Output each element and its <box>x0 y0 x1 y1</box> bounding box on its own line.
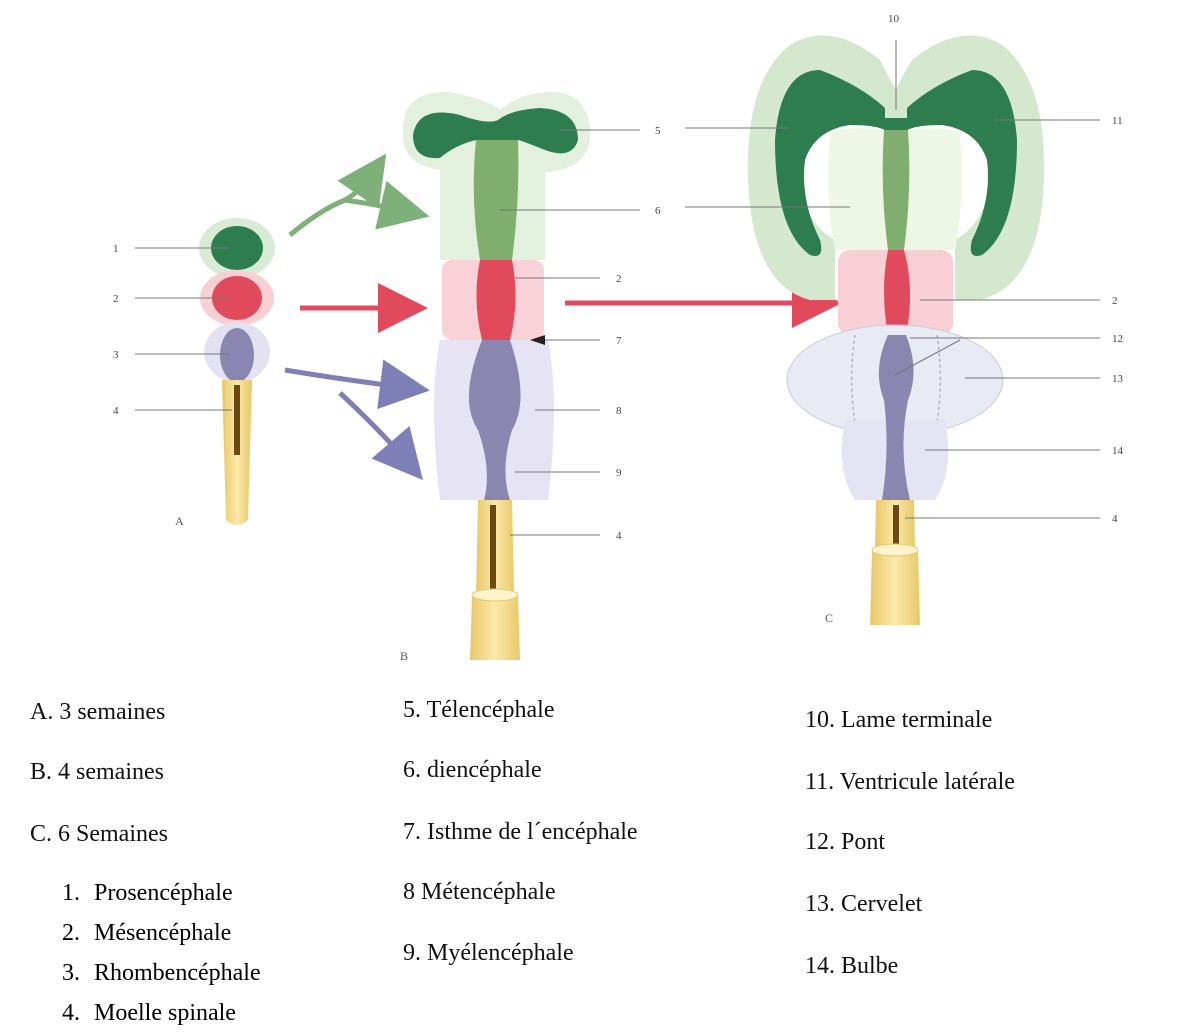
figure-svg: 1 2 3 4 A 5 6 2 7 8 <box>0 0 1192 690</box>
c-label-14: 14 <box>1112 445 1124 457</box>
a-central-canal <box>234 385 240 455</box>
legend-item-12: 12. Pont <box>805 830 885 854</box>
legend-item-14: 14. Bulbe <box>805 954 898 978</box>
c-label-2: 2 <box>1112 295 1118 307</box>
b-spinal-cord-cut <box>470 595 520 660</box>
panel-a-embryo: 1 2 3 4 A <box>113 218 275 528</box>
legend-b: B. 4 semaines <box>30 760 164 784</box>
blue-arrow-lower <box>340 393 410 465</box>
a-label-4: 4 <box>113 405 119 417</box>
legend-a: A. 3 semaines <box>30 700 165 724</box>
c-spinal-cord-cut <box>870 550 920 625</box>
list-item: 4.Moelle spinale <box>40 1000 236 1027</box>
b-label-7: 7 <box>616 335 622 347</box>
b-label-4: 4 <box>616 530 622 542</box>
c-mesencephalon <box>884 250 910 335</box>
panel-a-label: A <box>175 514 184 528</box>
green-arrow-lower <box>345 200 410 212</box>
embryo-brain-figure: 1 2 3 4 A 5 6 2 7 8 <box>0 0 1192 690</box>
list-item: 3.Rhombencéphale <box>40 960 261 987</box>
list-item: 1.Prosencéphale <box>40 880 233 907</box>
c-label-11: 11 <box>1112 115 1123 127</box>
legend-c: C. 6 Semaines <box>30 822 168 846</box>
blue-arrow-upper <box>285 370 410 388</box>
panel-b-embryo: 5 6 2 7 8 9 4 B <box>400 92 661 663</box>
legend-item-7: 7. Isthme de l´encéphale <box>403 820 638 844</box>
b-label-6: 6 <box>655 205 661 217</box>
b-label-9: 9 <box>616 467 622 479</box>
b-label-2: 2 <box>616 273 622 285</box>
c-label-4: 4 <box>1112 513 1118 525</box>
b-mesencephalon <box>476 260 515 340</box>
c-central-canal <box>893 505 899 547</box>
a-label-3: 3 <box>113 349 119 361</box>
c-lamina-terminalis <box>884 118 908 130</box>
legend-item-11: 11. Ventricule latérale <box>805 770 1015 794</box>
c-label-10: 10 <box>888 13 900 25</box>
c-label-12: 12 <box>1112 333 1123 345</box>
panel-c-label: C <box>825 611 833 625</box>
b-label-8: 8 <box>616 405 622 417</box>
legend-item-5: 5. Télencéphale <box>403 698 554 722</box>
legend-item-9: 9. Myélencéphale <box>403 941 574 965</box>
a-label-2: 2 <box>113 293 119 305</box>
legend-item-13: 13. Cervelet <box>805 892 922 916</box>
legend-item-8: 8 Métencéphale <box>403 880 556 904</box>
a-rhombencephalon <box>220 328 254 382</box>
legend-item-6: 6. diencéphale <box>403 758 542 782</box>
a-label-1: 1 <box>113 243 119 255</box>
c-diencephalon <box>883 130 910 250</box>
b-label-5: 5 <box>655 125 661 137</box>
panel-c-embryo: 10 11 2 12 13 14 4 C <box>685 13 1124 625</box>
list-item: 2.Mésencéphale <box>40 920 231 947</box>
legend-item-10: 10. Lame terminale <box>805 708 992 732</box>
b-central-canal <box>490 505 496 590</box>
development-arrows-a-b <box>285 170 410 465</box>
b-diencephalon <box>474 140 519 260</box>
c-label-13: 13 <box>1112 373 1124 385</box>
panel-b-label: B <box>400 649 408 663</box>
